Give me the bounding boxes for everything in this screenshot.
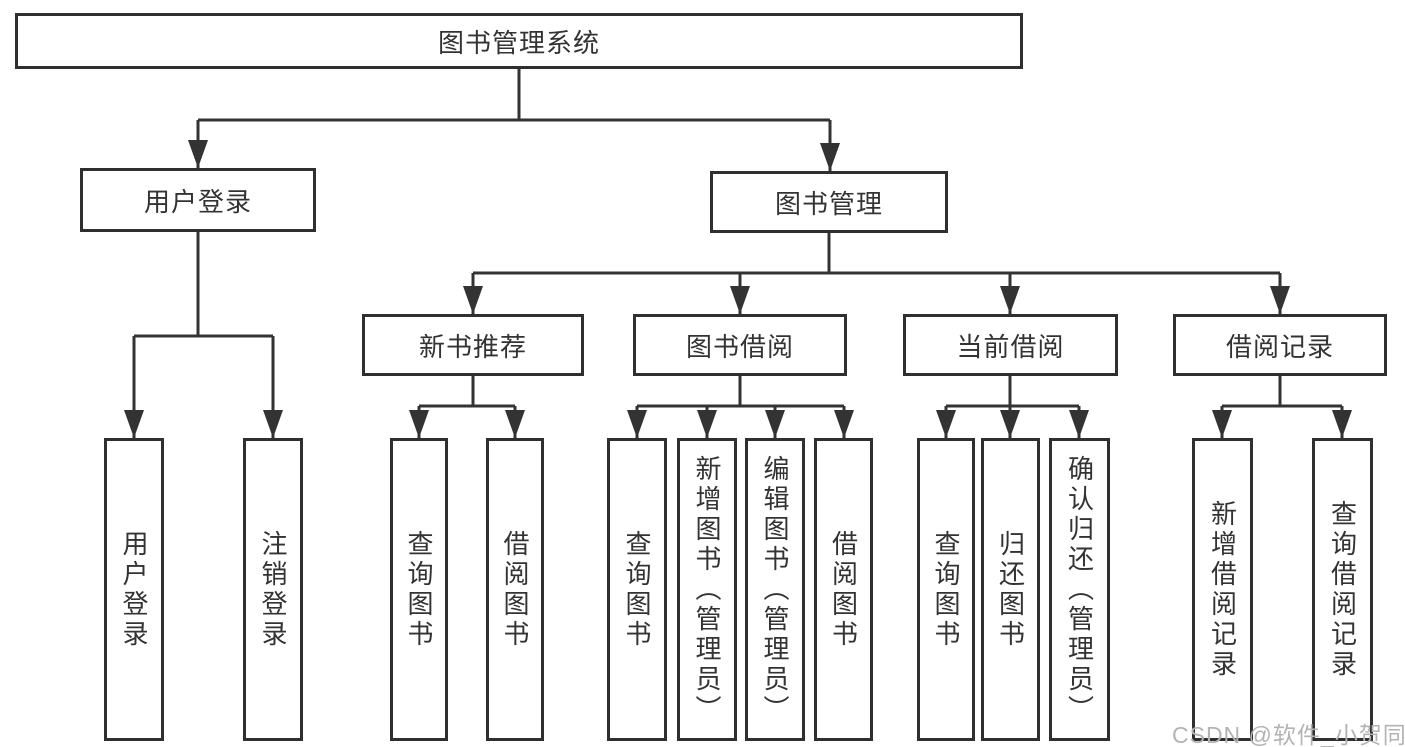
node-borrow-records-label: 借阅记录 [1225,331,1334,362]
leaf-borrow-books-recommend-label: 借阅图书 [500,529,530,650]
edge-new-book-recommend [417,376,517,438]
edge-book-borrow [635,376,846,438]
leaf-add-books-admin: 新增图书（管理员） [677,438,737,741]
arrow-down-icon [1332,410,1352,438]
edge-book-management [471,233,1282,314]
node-current-borrow: 当前借阅 [903,314,1118,376]
leaf-confirm-return-admin: 确认归还（管理员） [1049,438,1110,741]
arrow-down-icon [463,286,483,314]
arrowheads [124,140,1352,438]
leaf-add-books-admin-label: 新增图书（管理员） [692,454,722,725]
leaf-logout-login-label: 注销登录 [258,529,288,650]
arrow-down-icon [188,140,208,168]
leaf-user-login: 用户登录 [104,438,164,741]
connector-lines [132,69,1344,438]
arrow-down-icon [834,410,854,438]
leaf-query-books-current-label: 查询图书 [931,529,961,650]
node-borrow-records: 借阅记录 [1173,314,1387,376]
leaf-query-books-current: 查询图书 [917,438,975,741]
leaf-return-books-label: 归还图书 [995,529,1026,650]
arrow-down-icon [409,410,429,438]
watermark: CSDN @软件_小贺同学 [1172,722,1405,747]
arrow-down-icon [730,286,750,314]
leaf-query-borrow-record: 查询借阅记录 [1312,438,1373,741]
leaf-borrow-books-recommend: 借阅图书 [486,438,544,741]
leaf-add-borrow-record-label: 新增借阅记录 [1207,499,1238,680]
edge-root [196,69,832,171]
edge-current-borrow [944,376,1081,438]
arrow-down-icon [1069,410,1089,438]
leaf-edit-books-admin-label: 编辑图书（管理员） [760,454,790,725]
leaf-borrow-books: 借阅图书 [814,438,873,741]
arrow-down-icon [1270,286,1290,314]
node-new-book-recommend: 新书推荐 [362,314,584,376]
arrow-down-icon [1212,410,1232,438]
node-book-borrow: 图书借阅 [633,314,847,376]
leaf-add-borrow-record: 新增借阅记录 [1192,438,1253,741]
leaf-confirm-return-admin-label: 确认归还（管理员） [1064,454,1095,725]
arrow-down-icon [627,410,647,438]
arrow-down-icon [820,143,840,171]
node-book-borrow-label: 图书借阅 [685,331,794,362]
node-current-borrow-label: 当前借阅 [956,331,1065,362]
leaf-edit-books-admin: 编辑图书（管理员） [745,438,805,741]
leaf-query-books-borrow-label: 查询图书 [622,529,652,650]
arrow-down-icon [263,410,283,438]
arrow-down-icon [765,410,785,438]
leaf-user-login-label: 用户登录 [119,529,149,650]
arrow-down-icon [1000,410,1020,438]
arrow-down-icon [936,410,956,438]
edge-borrow-records [1220,376,1344,438]
arrow-down-icon [1000,286,1020,314]
leaf-query-books-borrow: 查询图书 [607,438,667,741]
leaf-borrow-books-label: 借阅图书 [828,529,859,650]
leaf-return-books: 归还图书 [981,438,1040,741]
node-user-login: 用户登录 [80,168,316,232]
node-book-management-label: 图书管理 [774,188,883,219]
leaf-query-books-recommend: 查询图书 [390,438,448,741]
leaf-query-borrow-record-label: 查询借阅记录 [1327,499,1358,680]
leaf-logout-login: 注销登录 [243,438,303,741]
arrow-down-icon [505,410,525,438]
node-user-login-label: 用户登录 [143,186,252,217]
arrow-down-icon [697,410,717,438]
node-new-book-recommend-label: 新书推荐 [418,331,527,362]
node-book-management: 图书管理 [710,171,948,233]
node-root: 图书管理系统 [15,13,1023,69]
arrow-down-icon [124,410,144,438]
leaf-query-books-recommend-label: 查询图书 [404,529,434,650]
edge-user-login [132,232,275,438]
node-root-label: 图书管理系统 [437,27,600,58]
